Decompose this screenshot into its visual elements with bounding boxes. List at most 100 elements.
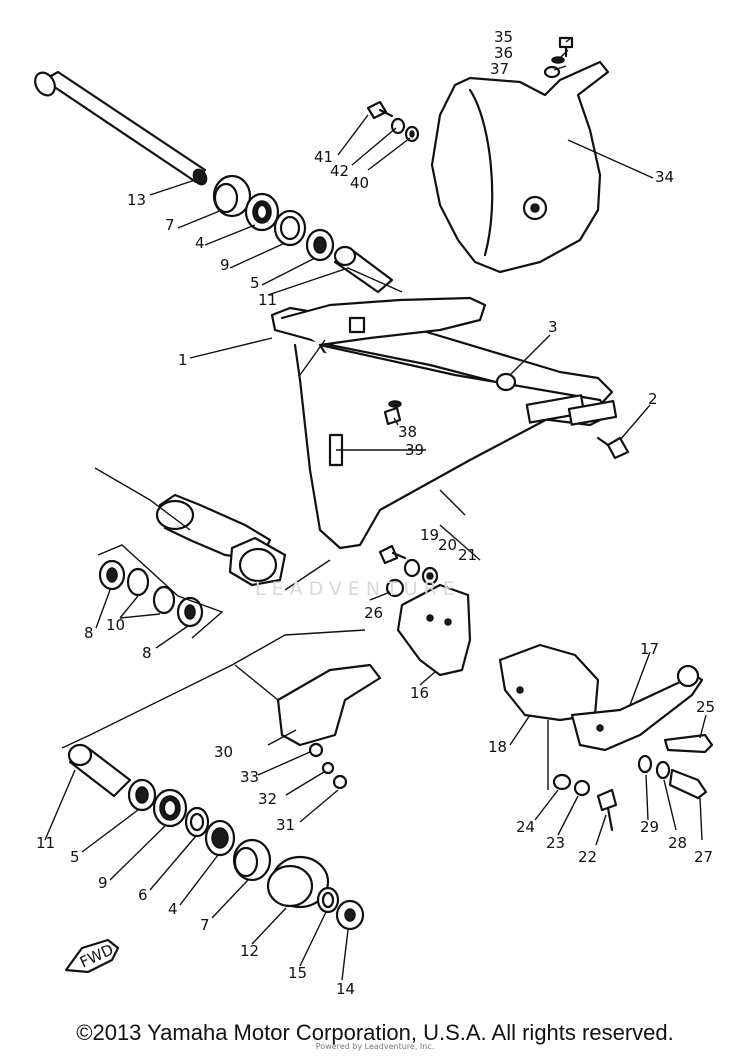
callout-3: 3 bbox=[548, 318, 558, 336]
callout-8-left: 8 bbox=[84, 624, 94, 642]
bolt-2[interactable] bbox=[596, 436, 630, 460]
callout-31: 31 bbox=[276, 816, 295, 834]
lower-spacer-6[interactable] bbox=[184, 806, 210, 838]
callout-30: 30 bbox=[214, 743, 233, 761]
callout-labels: 35 36 37 34 41 42 40 13 7 4 9 5 11 1 3 2… bbox=[36, 28, 715, 998]
washer-24[interactable] bbox=[552, 773, 572, 791]
callout-9-lower: 9 bbox=[98, 874, 108, 892]
bolt-27[interactable] bbox=[668, 768, 708, 800]
lower-nut-14[interactable] bbox=[335, 899, 365, 931]
callout-21: 21 bbox=[458, 546, 477, 564]
upper-seal-9[interactable] bbox=[273, 209, 307, 247]
pivot-shaft[interactable] bbox=[31, 69, 209, 187]
callout-23: 23 bbox=[546, 834, 565, 852]
callout-27: 27 bbox=[694, 848, 713, 866]
callout-9: 9 bbox=[220, 256, 230, 274]
lower-bushing-7[interactable] bbox=[232, 838, 272, 882]
tensioner-block-18[interactable] bbox=[498, 643, 600, 722]
bolt-41[interactable] bbox=[366, 100, 394, 120]
lower-seal-9[interactable] bbox=[152, 788, 188, 828]
washer-20[interactable] bbox=[403, 558, 421, 578]
callout-8-right: 8 bbox=[142, 644, 152, 662]
callout-42: 42 bbox=[330, 162, 349, 180]
chain-case[interactable] bbox=[430, 60, 610, 274]
callout-25: 25 bbox=[696, 698, 715, 716]
callout-14: 14 bbox=[336, 980, 355, 998]
callout-10: 10 bbox=[106, 616, 125, 634]
callout-2: 2 bbox=[648, 390, 658, 408]
cap-3[interactable] bbox=[495, 372, 517, 392]
callout-1: 1 bbox=[178, 351, 188, 369]
washer-33[interactable] bbox=[308, 742, 324, 758]
bracket-16[interactable] bbox=[396, 583, 472, 677]
lower-collar-11[interactable] bbox=[67, 743, 132, 798]
callout-36: 36 bbox=[494, 44, 513, 62]
lower-collar-12[interactable] bbox=[266, 855, 330, 909]
case-washer-36[interactable] bbox=[551, 56, 565, 64]
bush-10b[interactable] bbox=[152, 585, 176, 615]
nut-38[interactable] bbox=[383, 400, 402, 426]
washer-23[interactable] bbox=[573, 779, 591, 797]
callout-13: 13 bbox=[127, 191, 146, 209]
callout-34: 34 bbox=[655, 168, 674, 186]
collar-26[interactable] bbox=[385, 578, 405, 598]
callout-11-lower: 11 bbox=[36, 834, 55, 852]
callout-24: 24 bbox=[516, 818, 535, 836]
upper-bearing-4[interactable] bbox=[244, 192, 280, 232]
bolt-19[interactable] bbox=[378, 544, 407, 565]
bush-10a[interactable] bbox=[126, 567, 150, 597]
swing-arm[interactable] bbox=[155, 296, 618, 591]
callout-4: 4 bbox=[195, 234, 205, 252]
callout-37: 37 bbox=[490, 60, 509, 78]
callout-35: 35 bbox=[494, 28, 513, 46]
tensioner-arm-17[interactable] bbox=[570, 664, 704, 752]
leader-lines bbox=[44, 37, 707, 981]
callout-39: 39 bbox=[405, 441, 424, 459]
callout-16: 16 bbox=[410, 684, 429, 702]
nut-40[interactable] bbox=[404, 125, 420, 143]
callout-5-lower: 5 bbox=[70, 848, 80, 866]
callout-20: 20 bbox=[438, 536, 457, 554]
case-bolt-35[interactable] bbox=[558, 36, 574, 58]
callout-32: 32 bbox=[258, 790, 277, 808]
callout-22: 22 bbox=[578, 848, 597, 866]
callout-19: 19 bbox=[420, 526, 439, 544]
callout-40: 40 bbox=[350, 174, 369, 192]
bolt-22[interactable] bbox=[596, 788, 618, 832]
lower-bearing-4[interactable] bbox=[204, 819, 236, 857]
callout-28: 28 bbox=[668, 834, 687, 852]
callout-33: 33 bbox=[240, 768, 259, 786]
upper-bushing-7[interactable] bbox=[212, 174, 252, 218]
callout-29: 29 bbox=[640, 818, 659, 836]
nut-21[interactable] bbox=[421, 566, 439, 586]
callout-4-lower: 4 bbox=[168, 900, 178, 918]
copyright-notice: ©2013 Yamaha Motor Corporation, U.S.A. A… bbox=[76, 1020, 674, 1045]
washer-42[interactable] bbox=[390, 117, 406, 135]
bush-8b[interactable] bbox=[176, 596, 204, 628]
callout-38: 38 bbox=[398, 423, 417, 441]
callout-11: 11 bbox=[258, 291, 277, 309]
washer-32[interactable] bbox=[321, 761, 335, 775]
powered-by-text: Powered by Leadventure, Inc. bbox=[315, 1042, 435, 1051]
chain-guide-30[interactable] bbox=[234, 663, 382, 747]
bolt-25[interactable] bbox=[663, 733, 714, 754]
callout-17: 17 bbox=[640, 640, 659, 658]
callout-41: 41 bbox=[314, 148, 333, 166]
lower-washer-5[interactable] bbox=[127, 778, 157, 812]
lower-washer-15[interactable] bbox=[316, 886, 340, 914]
upper-washer-5[interactable] bbox=[305, 228, 335, 262]
watermark: LEADVENTURE bbox=[255, 578, 461, 600]
callout-18: 18 bbox=[488, 738, 507, 756]
callout-7-lower: 7 bbox=[200, 916, 210, 934]
bush-8a[interactable] bbox=[98, 559, 126, 591]
callout-7: 7 bbox=[165, 216, 175, 234]
exploded-parts-diagram: FWD bbox=[31, 28, 715, 998]
callout-12: 12 bbox=[240, 942, 259, 960]
callout-15: 15 bbox=[288, 964, 307, 982]
washer-29[interactable] bbox=[637, 754, 653, 774]
callout-26: 26 bbox=[364, 604, 383, 622]
callout-6: 6 bbox=[138, 886, 148, 904]
screw-31[interactable] bbox=[332, 774, 348, 790]
washer-28[interactable] bbox=[655, 760, 671, 780]
callout-5: 5 bbox=[250, 274, 260, 292]
